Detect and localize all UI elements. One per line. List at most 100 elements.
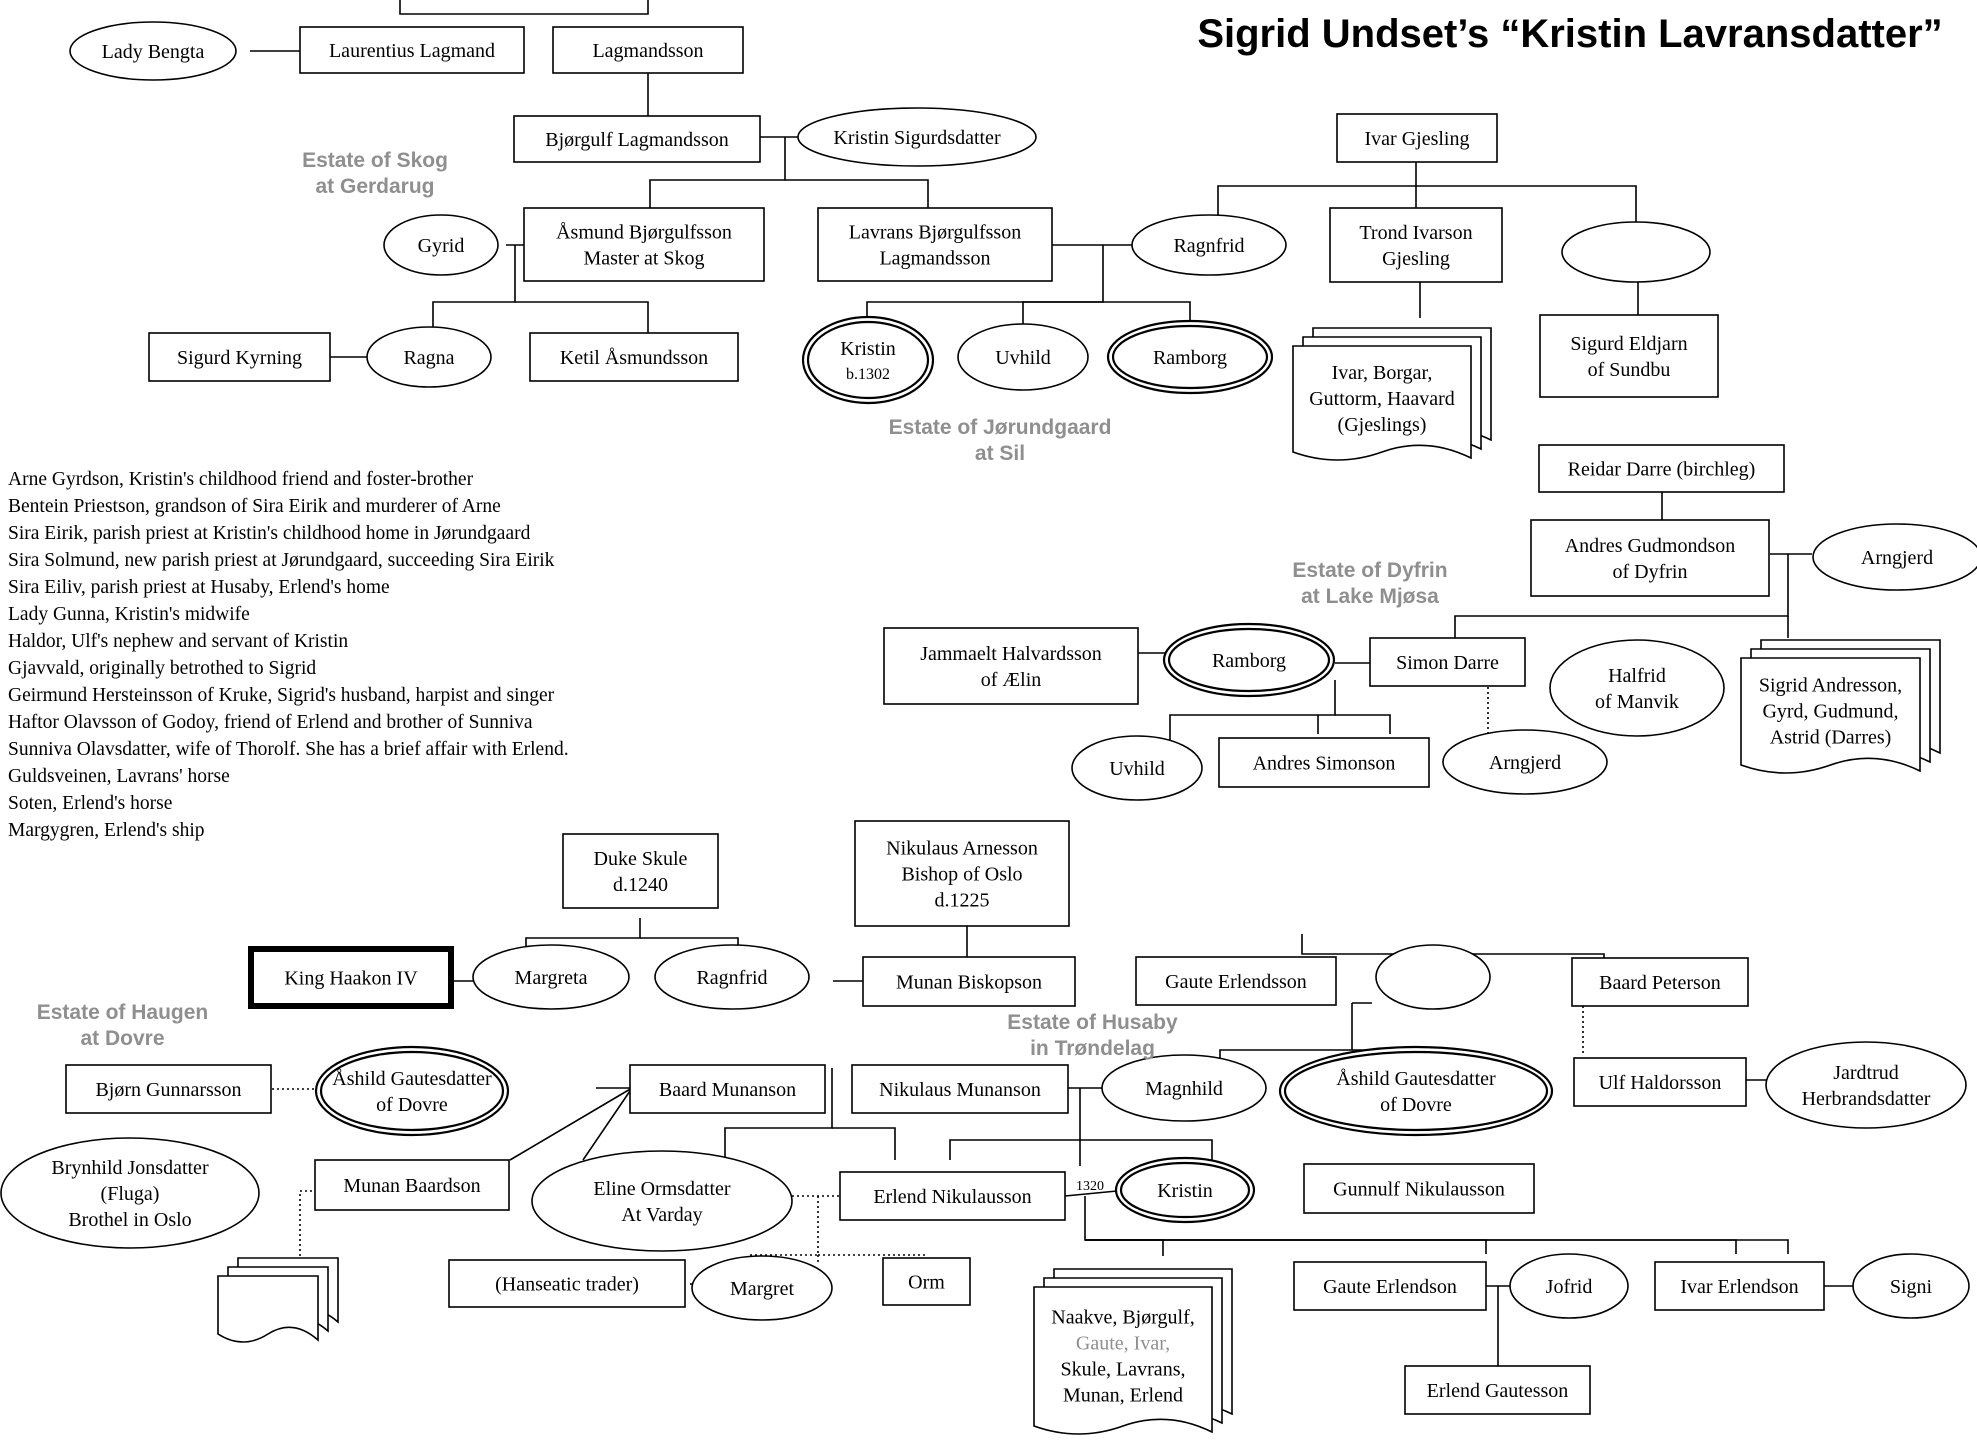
person-name: Gaute Erlendsson (1165, 971, 1307, 993)
person-name: of Dovre (1380, 1094, 1452, 1116)
note-line: Geirmund Hersteinsson of Kruke, Sigrid's… (8, 685, 555, 706)
person-box-simon: Simon Darre (1369, 637, 1526, 687)
person-box-ivar_erlendson: Ivar Erlendson (1654, 1261, 1825, 1311)
connector-line (1085, 1239, 1737, 1254)
person-oval-brynhild: Brynhild Jonsdatter(Fluga)Brothel in Osl… (0, 1137, 260, 1249)
connector-line (649, 137, 786, 208)
person-name: Astrid (Darres) (1770, 727, 1892, 749)
person-name: of Dovre (376, 1094, 448, 1116)
estate-name: Estate of Husaby (1007, 1011, 1178, 1034)
person-oval-unnamed_wife_2 (1375, 944, 1491, 1010)
person-name: Jofrid (1546, 1276, 1593, 1298)
person-name: Ramborg (1153, 347, 1227, 369)
person-name: Margreta (515, 967, 588, 989)
note-line: Haftor Olavsson of Godoy, friend of Erle… (8, 712, 533, 733)
person-name: Ragnfrid (1173, 235, 1244, 257)
estate-label-dyfrin: Estate of Dyfrin at Lake Mjøsa (1260, 558, 1480, 610)
connector-line (1085, 1239, 1789, 1254)
person-name: Lagmandsson (592, 40, 703, 62)
note-line: Soten, Erlend's horse (8, 793, 173, 814)
estate-place: in Trøndelag (1030, 1037, 1155, 1060)
person-box-munan_baardson: Munan Baardson (314, 1159, 510, 1211)
estate-name: Estate of Dyfrin (1292, 559, 1448, 582)
person-name: Nikulaus Arnesson (886, 838, 1038, 860)
person-box-gaute_erlendson: Gaute Erlendson (1293, 1261, 1487, 1311)
page-title: Sigrid Undset’s “Kristin Lavransdatter” (1197, 12, 1943, 56)
person-name: Ulf Haldorsson (1599, 1072, 1722, 1094)
person-name: Simon Darre (1396, 652, 1499, 674)
connector-line (1416, 185, 1637, 222)
person-box-baard_munanson: Baard Munanson (629, 1064, 826, 1114)
person-name: Jardtrud (1833, 1062, 1899, 1084)
person-oval-arngjerd: Arngjerd (1812, 523, 1977, 591)
person-name: Ragna (403, 347, 454, 369)
person-name: Lavrans Bjørgulfsson (849, 222, 1021, 244)
estate-place: at Gerdarug (315, 175, 435, 198)
person-name: Bishop of Oslo (901, 864, 1022, 886)
person-name: of Ælin (981, 669, 1042, 691)
person-name: Arngjerd (1861, 547, 1933, 569)
person-name: Naakve, Bjørgulf, (1051, 1307, 1195, 1329)
person-name: Uvhild (995, 347, 1051, 369)
person-name: b.1302 (846, 366, 890, 383)
person-name: Guttorm, Haavard (1309, 388, 1455, 410)
marriage-year: 1320 (1076, 1179, 1104, 1194)
note-line: Bentein Priestson, grandson of Sira Eiri… (8, 496, 501, 517)
connector-line (1085, 1239, 1487, 1254)
note-line: Sira Solmund, new parish priest at Jørun… (8, 550, 555, 571)
person-name: of Manvik (1595, 691, 1679, 713)
person-oval-ragnfrid: Ragnfrid (1131, 214, 1287, 276)
person-name: Nikulaus Munanson (879, 1079, 1041, 1101)
person-name: Åshild Gautesdatter (332, 1068, 492, 1090)
person-name: Uvhild (1109, 758, 1165, 780)
person-name: Kristin Sigurdsdatter (833, 127, 1001, 149)
person-name: Laurentius Lagmand (329, 40, 495, 62)
person-name: Baard Munanson (659, 1079, 796, 1101)
person-name: Munan Biskopson (896, 972, 1042, 994)
person-name: Trond Ivarson (1359, 222, 1472, 244)
person-box-ivar_gjesling: Ivar Gjesling (1336, 113, 1498, 163)
group-stack-gjeslings: Ivar, Borgar,Guttorm, Haavard(Gjeslings) (1292, 327, 1492, 461)
person-oval-ragna: Ragna (366, 326, 492, 388)
person-oval-kristin_2: Kristin (1114, 1156, 1256, 1224)
person-name: Margret (730, 1278, 794, 1300)
person-box-gunnulf: Gunnulf Nikulausson (1303, 1163, 1535, 1214)
estate-name: Estate of Skog (302, 149, 448, 172)
connector-line (724, 1068, 833, 1160)
person-oval-signi: Signi (1852, 1253, 1970, 1319)
person-name: of Dyfrin (1613, 561, 1688, 583)
person-name: d.1225 (935, 890, 990, 912)
connector-line (432, 245, 516, 333)
person-name: Bjørgulf Lagmandsson (545, 129, 729, 151)
person-name: At Varday (621, 1204, 702, 1226)
estate-place: at Lake Mjøsa (1301, 585, 1439, 608)
person-oval-kristin_sigurdsdatter: Kristin Sigurdsdatter (797, 107, 1037, 167)
person-oval-ramborg_2: Ramborg (1162, 622, 1336, 698)
person-box-laurentius: Laurentius Lagmand (299, 26, 525, 74)
person-name: Ketil Åsmundsson (560, 347, 708, 369)
person-name: Munan Baardson (343, 1175, 480, 1197)
note-line: Sira Eiliv, parish priest at Husaby, Erl… (8, 577, 390, 598)
person-name: Munan, Erlend (1063, 1385, 1183, 1407)
note-line: Guldsveinen, Lavrans' horse (8, 766, 230, 787)
person-name: Skule, Lavrans, (1061, 1359, 1186, 1381)
person-name: King Haakon IV (284, 968, 418, 990)
person-box-andres_simonson: Andres Simonson (1218, 737, 1430, 788)
person-name: Erlend Gautesson (1427, 1380, 1569, 1402)
person-name: Ragnfrid (696, 967, 767, 989)
person-oval-ragnfrid_2: Ragnfrid (654, 944, 810, 1010)
connector-line (1454, 554, 1789, 638)
person-name: Jammaelt Halvardsson (920, 643, 1102, 665)
person-name: Kristin (1157, 1180, 1213, 1202)
person-oval-unnamed_wife_1 (1561, 221, 1711, 283)
connector-line (949, 1088, 1081, 1160)
